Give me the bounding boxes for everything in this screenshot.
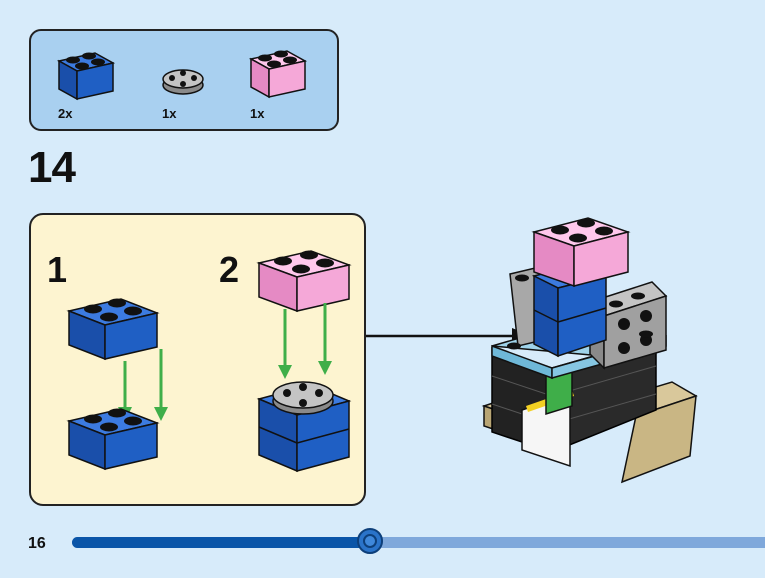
qty-label: 1x [250, 106, 265, 121]
blue-2x2-brick-icon [56, 52, 116, 101]
step-number: 14 [28, 143, 76, 192]
parts-list-box: 2x 1x 1x [29, 29, 339, 131]
pink-2x2-brick-icon [248, 50, 308, 99]
qty-label: 2x [58, 106, 73, 121]
substep-2-illustration [256, 250, 352, 473]
assembled-model-illustration [481, 217, 698, 484]
substep-box: 1 2 [29, 213, 366, 506]
progress-bar [72, 528, 765, 554]
progress-knob [356, 528, 383, 554]
gray-round-plate-icon [162, 69, 204, 95]
substep-1-illustration [66, 298, 168, 471]
page-number: 16 [28, 535, 46, 552]
substep-number: 1 [47, 249, 68, 290]
qty-label: 1x [162, 106, 177, 121]
substep-number: 2 [219, 249, 240, 290]
progress-fill [72, 537, 370, 548]
